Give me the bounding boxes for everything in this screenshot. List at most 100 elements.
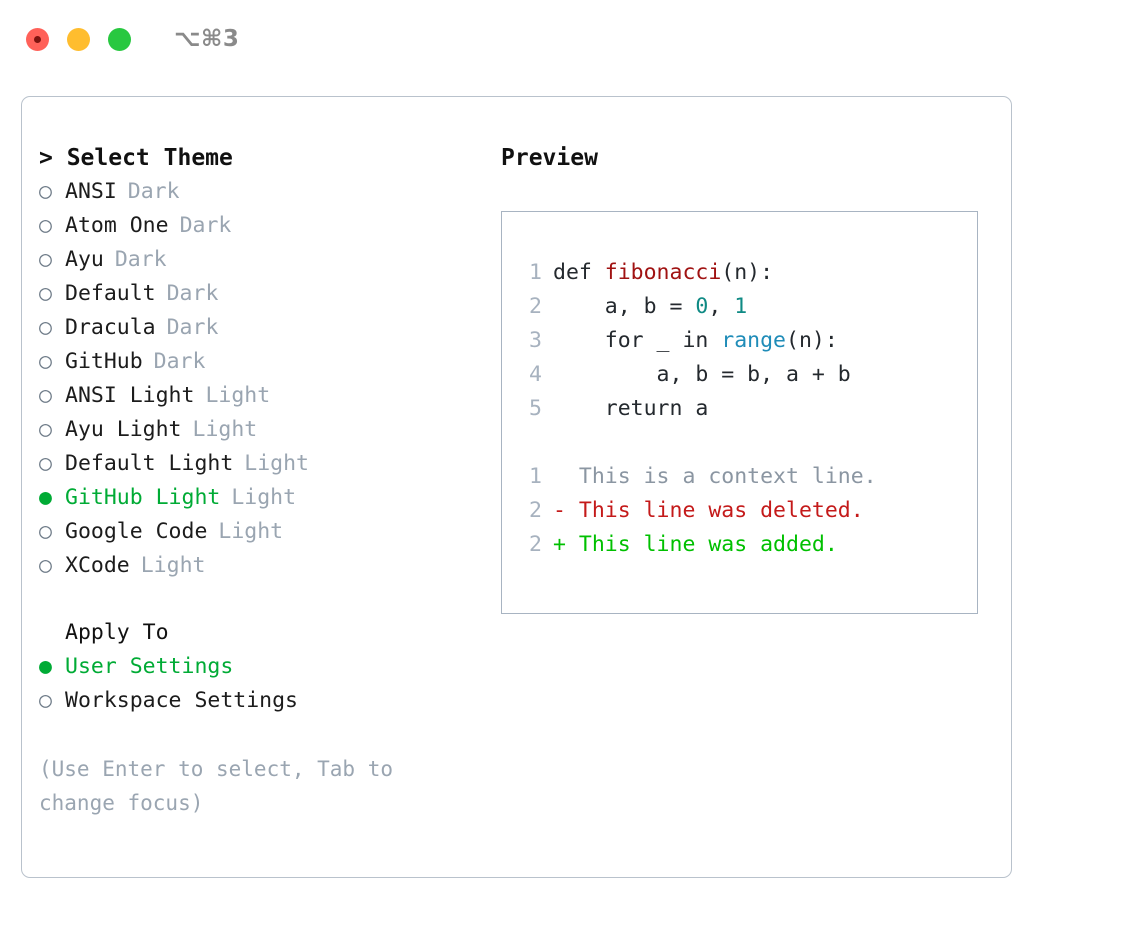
code-line-number: 1 [529, 260, 542, 285]
apply-to-item[interactable]: ○ Workspace Settings [39, 684, 479, 718]
code-token: range [721, 328, 787, 353]
diff-line: 2- This line was deleted. [502, 494, 977, 528]
code-token: (n): [721, 260, 774, 285]
keyboard-shortcut-label: ⌥⌘3 [174, 26, 240, 52]
apply-to-heading: ○ Apply To [39, 616, 479, 650]
code-token: , [708, 294, 735, 319]
theme-item-variant: Light [192, 417, 258, 442]
code-token: fibonacci [604, 260, 722, 285]
apply-to-item-label: User Settings [65, 654, 234, 679]
code-line: 4 a, b = b, a + b [502, 358, 977, 392]
theme-item[interactable]: ○ Ayu Dark [39, 243, 479, 277]
theme-item-label: Atom One [65, 213, 169, 238]
diff-line-number: 2 [529, 498, 542, 523]
apply-to-item[interactable]: ●User Settings [39, 650, 479, 684]
window-controls [26, 27, 131, 51]
code-line-number: 3 [529, 328, 542, 353]
theme-item-variant: Light [218, 519, 284, 544]
minimize-button[interactable] [67, 27, 90, 51]
radio-unselected-icon: ○ [39, 349, 52, 374]
diff-line-number: 1 [529, 464, 542, 489]
close-button[interactable] [26, 27, 49, 51]
theme-item-label: Default Light [65, 451, 234, 476]
radio-unselected-icon: ○ [39, 213, 52, 238]
code-diff-spacer [502, 426, 977, 460]
apply-to-heading-indent: ○ [39, 616, 65, 650]
theme-item[interactable]: ○ Default Light Light [39, 447, 479, 481]
code-line: 2 a, b = 0, 1 [502, 290, 977, 324]
theme-item[interactable]: ○ Atom One Dark [39, 209, 479, 243]
theme-item-label: Default [65, 281, 156, 306]
theme-item-variant: Dark [166, 315, 219, 340]
theme-item-variant: Light [231, 485, 297, 510]
theme-item-label: ANSI [65, 179, 117, 204]
theme-item[interactable]: ○ Dracula Dark [39, 311, 479, 345]
section-spacer [39, 583, 479, 616]
theme-item[interactable]: ○ GitHub Dark [39, 345, 479, 379]
theme-item[interactable]: ● GitHub Light Light [39, 481, 479, 515]
apply-to-item-label: Workspace Settings [65, 688, 298, 713]
theme-item-label: Ayu [65, 247, 104, 272]
diff-line: 2+ This line was added. [502, 528, 977, 562]
theme-item-variant: Dark [114, 247, 167, 272]
diff-line-text: This line was added. [565, 532, 838, 557]
theme-item-variant: Light [205, 383, 271, 408]
theme-item-label: GitHub [65, 349, 143, 374]
theme-item-label: XCode [65, 553, 130, 578]
radio-unselected-icon: ○ [39, 688, 52, 713]
theme-item-label: Ayu Light [65, 417, 182, 442]
code-token: 0 [695, 294, 709, 319]
theme-item-label: Dracula [65, 315, 156, 340]
code-token: return a [553, 396, 709, 421]
title-bar: ⌥⌘3 [0, 0, 1140, 78]
radio-unselected-icon: ○ [39, 553, 52, 578]
theme-item-label: GitHub Light [65, 485, 221, 510]
keyboard-hint: (Use Enter to select, Tab to change focu… [39, 757, 394, 815]
theme-item[interactable]: ○ Google Code Light [39, 515, 479, 549]
code-token: 1 [734, 294, 748, 319]
radio-unselected-icon: ○ [39, 247, 52, 272]
radio-unselected-icon: ○ [39, 315, 52, 340]
radio-unselected-icon: ○ [39, 383, 52, 408]
apply-to-heading-label: Apply To [65, 620, 169, 645]
theme-item[interactable]: ○ XCode Light [39, 549, 479, 583]
code-token: (n): [786, 328, 838, 353]
code-token: a, b = b, a + b [553, 362, 851, 387]
radio-selected-icon: ● [39, 485, 52, 510]
select-theme-heading: > Select Theme [39, 145, 233, 171]
theme-item-label: ANSI Light [65, 383, 195, 408]
diff-line-text: This line was deleted. [565, 498, 864, 523]
theme-item-variant: Light [140, 553, 206, 578]
code-token: def [553, 260, 605, 285]
diff-line-text: This is a context line. [565, 464, 877, 489]
diff-marker [553, 460, 566, 494]
theme-item-variant: Dark [179, 213, 232, 238]
radio-unselected-icon: ○ [39, 281, 52, 306]
theme-item-variant: Dark [127, 179, 180, 204]
diff-line: 1 This is a context line. [502, 460, 977, 494]
theme-item-variant: Light [244, 451, 310, 476]
radio-unselected-icon: ○ [39, 519, 52, 544]
diff-sample: 1 This is a context line.2- This line wa… [502, 460, 977, 562]
theme-item-variant: Dark [153, 349, 206, 374]
code-line-number: 5 [529, 396, 542, 421]
maximize-button[interactable] [108, 27, 131, 51]
radio-unselected-icon: ○ [39, 451, 52, 476]
preview-heading: Preview [501, 145, 598, 171]
diff-marker: - [553, 498, 566, 523]
code-line: 1 def fibonacci(n): [502, 256, 977, 290]
code-line: 3 for _ in range(n): [502, 324, 977, 358]
theme-item-label: Google Code [65, 519, 208, 544]
theme-item[interactable]: ○ ANSI Light Light [39, 379, 479, 413]
code-token: for _ in [553, 328, 722, 353]
code-line: 5 return a [502, 392, 977, 426]
